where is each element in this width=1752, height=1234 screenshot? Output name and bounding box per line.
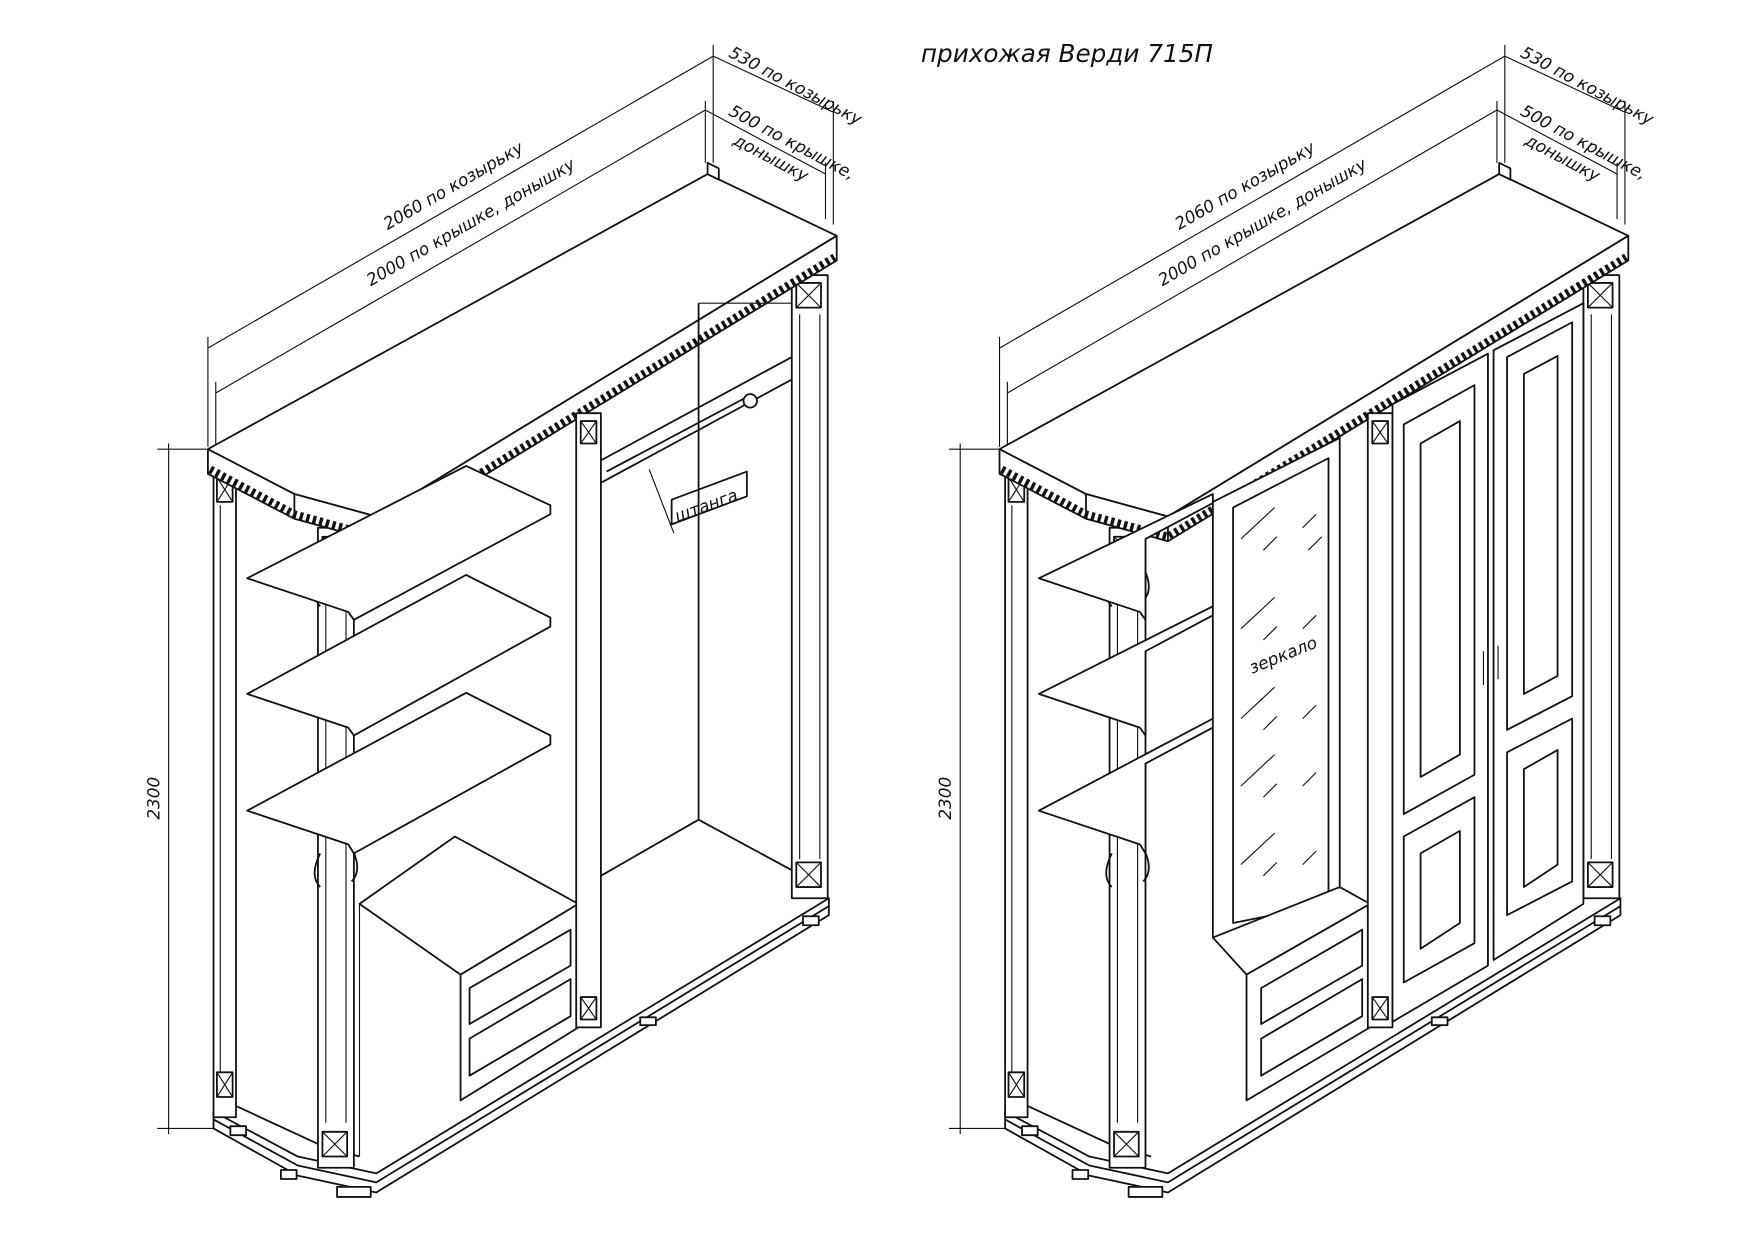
cabinet-open-view: 2060 по козырьку 2000 по крышке, донышку…	[144, 42, 866, 1197]
dim-height: 2300	[144, 777, 164, 820]
dim-height-right: 2300	[935, 777, 955, 820]
rod-end	[742, 393, 758, 409]
rod-label: штанга	[672, 485, 741, 526]
hanging-rod	[606, 394, 751, 473]
mirror-panel: зеркало	[1211, 437, 1341, 939]
dimension-lines-right	[948, 44, 1626, 1135]
drawer-unit	[358, 835, 580, 1157]
dimension-lines	[157, 44, 834, 1135]
cabinet-closed-view: 2060 по козырьку 2000 по крышке, донышку…	[935, 42, 1658, 1197]
wardrobe-doors[interactable]	[1391, 302, 1585, 1023]
shelves	[246, 465, 552, 855]
drawing-title: прихожая Верди 715П	[921, 39, 1213, 68]
shelves-right	[1037, 493, 1214, 855]
rod-label-box	[670, 470, 748, 526]
